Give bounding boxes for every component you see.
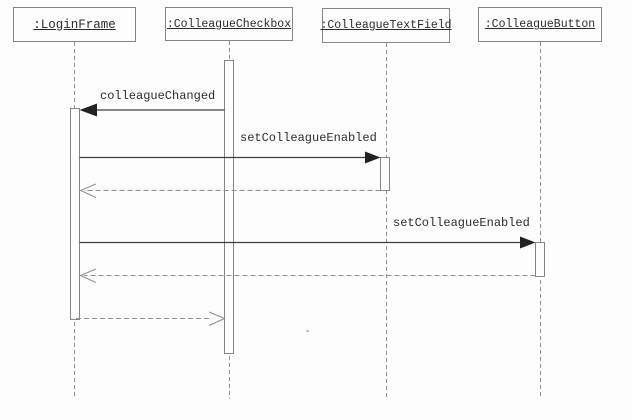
actor-label-colleaguetextfield: :ColleagueTextField <box>320 19 452 32</box>
arrowhead-filled-right-setcolleagueenabled-1 <box>365 151 381 164</box>
arrowhead-open-left-button-return <box>79 268 97 283</box>
activation-bar-colleaguetextfield <box>380 157 390 191</box>
message-label-setcolleagueenabled-1: setColleagueEnabled <box>240 131 377 145</box>
arrowhead-open-right-loginframe-return <box>208 311 226 326</box>
arrowhead-open-left-textfield-return <box>79 183 97 198</box>
message-label-colleaguechanged: colleagueChanged <box>100 89 216 103</box>
actor-box-colleaguetextfield: :ColleagueTextField <box>320 8 452 43</box>
actor-box-loginframe: :LoginFrame <box>13 7 136 42</box>
activation-bar-loginframe <box>70 108 80 320</box>
arrowhead-filled-left-colleaguechanged <box>79 103 97 117</box>
actor-box-colleaguecheckbox: :ColleagueCheckbox <box>165 7 293 41</box>
actor-label-colleaguebutton: :ColleagueButton <box>484 18 596 31</box>
actor-box-colleaguebutton: :ColleagueButton <box>478 7 602 42</box>
activation-bar-colleaguebutton <box>535 242 545 277</box>
activation-bar-colleaguecheckbox <box>224 60 234 354</box>
scan-artifact-dot <box>306 330 309 332</box>
message-label-setcolleagueenabled-2: setColleagueEnabled <box>393 216 530 230</box>
actor-label-loginframe: :LoginFrame <box>33 17 116 32</box>
actor-label-colleaguecheckbox: :ColleagueCheckbox <box>166 17 292 31</box>
arrowhead-filled-right-setcolleagueenabled-2 <box>520 236 536 249</box>
